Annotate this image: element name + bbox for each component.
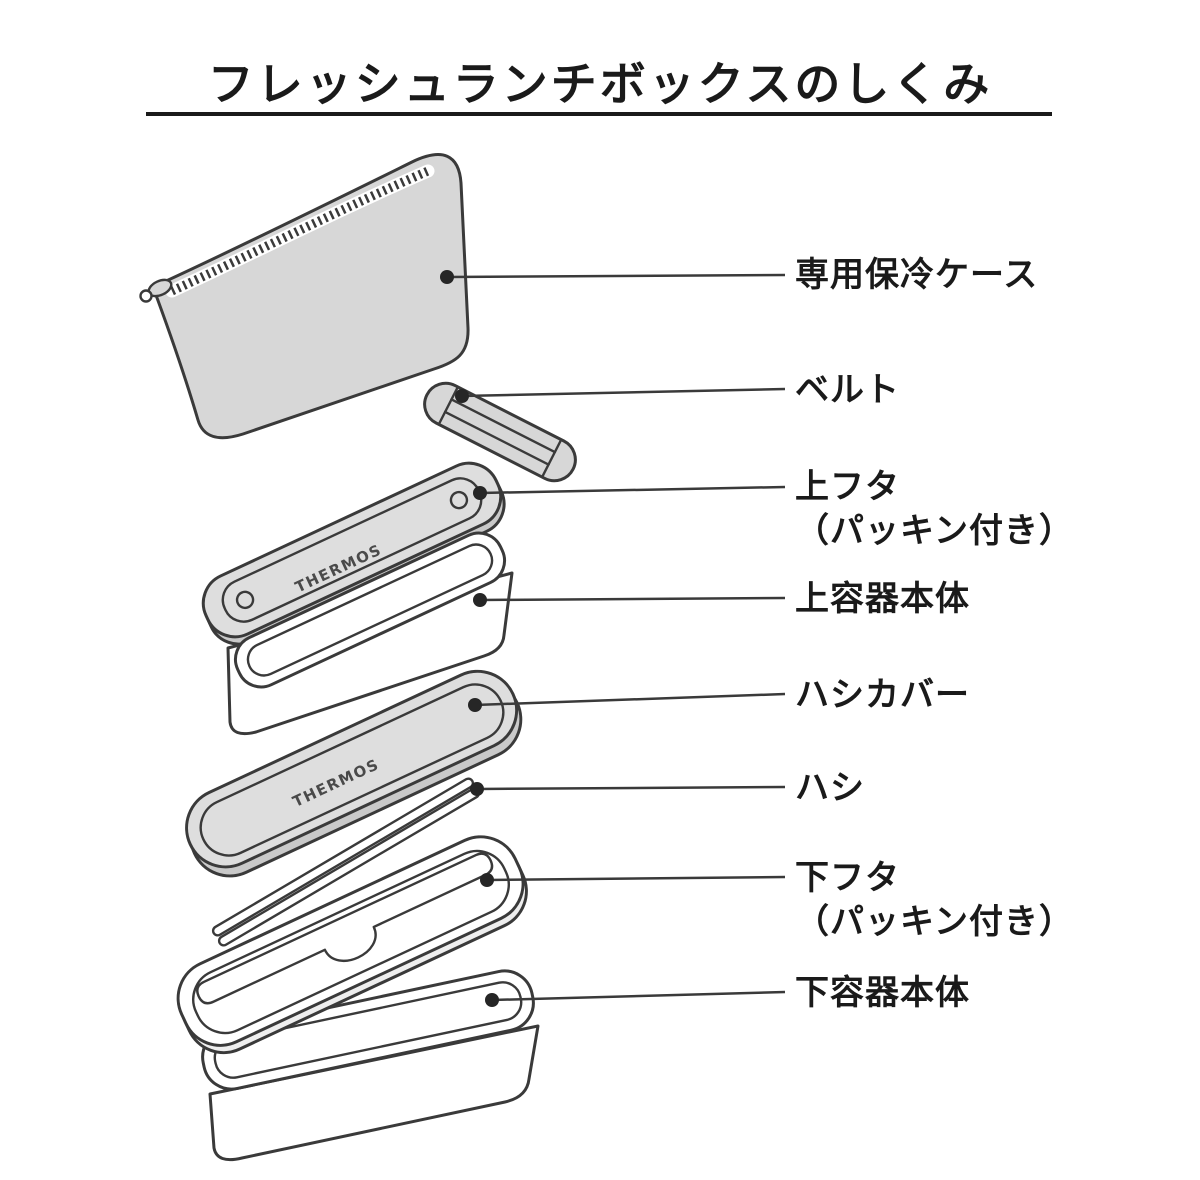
leader-line-chopsticks [476, 785, 786, 791]
label-line: ベルト [795, 371, 900, 409]
chopsticks-cover-face [185, 669, 519, 869]
upper-lid-face [201, 461, 503, 639]
zipper-teeth [170, 166, 430, 296]
chopstick-slot [196, 852, 494, 1005]
leader-line-upper-container [479, 596, 786, 602]
upper-container-body [226, 571, 514, 736]
lower-lid-inner-rim [192, 849, 510, 1035]
leader-dot-cooler-case [440, 270, 454, 284]
label-chopsticks-cover: ハシカバー [795, 673, 970, 717]
leader-dot-lower-lid [480, 873, 494, 887]
belt-channel-lines [443, 398, 557, 466]
label-line: ハシカバー [795, 676, 970, 714]
upper-container-art [226, 531, 514, 736]
lower-container-rim-inner [213, 981, 523, 1079]
leader-dot-chopsticks [470, 782, 484, 796]
leader-dot-belt [455, 389, 469, 403]
leader-line-cooler-case [446, 273, 786, 279]
upper-lid-notch-left [235, 590, 255, 610]
leader-dots [440, 270, 499, 1007]
label-line: 上フタ [795, 468, 900, 506]
belt-stitch-lines [437, 385, 563, 479]
label-line: ハシ [795, 769, 865, 807]
leader-dot-upper-lid [473, 486, 487, 500]
label-chopsticks: ハシ [795, 766, 865, 810]
label-line: 下容器本体 [795, 974, 970, 1012]
label-lower-container: 下容器本体 [795, 971, 970, 1015]
leader-lines [446, 273, 786, 1002]
page-title: フレッシュランチボックスのしくみ [207, 58, 993, 110]
lower-lid-face [176, 835, 525, 1047]
chopsticks-cover-art: THERMOS [185, 669, 523, 878]
lower-lid-art [176, 835, 528, 1055]
label-cooler-case: 専用保冷ケース [795, 253, 1038, 297]
leader-line-lower-lid [486, 875, 786, 882]
label-line: 上容器本体 [795, 580, 970, 618]
label-line: （パッキン付き） [795, 903, 1074, 941]
label-upper-container: 上容器本体 [795, 577, 970, 621]
lower-container-rim [201, 969, 535, 1091]
cooler-case-art [139, 153, 470, 440]
leader-line-belt [461, 387, 786, 398]
label-lower-lid: 下フタ （パッキン付き） [795, 856, 1074, 944]
label-line: 専用保冷ケース [795, 256, 1039, 294]
title-underline [146, 112, 1052, 116]
label-upper-lid: 上フタ （パッキン付き） [795, 465, 1074, 553]
leader-dot-upper-container [473, 593, 487, 607]
lower-container-body [208, 1024, 540, 1162]
upper-container-rim-inner [246, 543, 494, 677]
label-belt: ベルト [795, 368, 900, 412]
leader-line-lower-container [491, 990, 786, 1002]
leader-dot-lower-container [485, 993, 499, 1007]
chopsticks-cover-inner-rim [199, 683, 505, 857]
cooler-case-body [151, 153, 470, 440]
upper-container-rim [233, 531, 507, 689]
label-line: （パッキン付き） [795, 512, 1074, 550]
leader-line-upper-lid [479, 485, 786, 495]
belt-art [423, 381, 577, 483]
chopstick-1 [211, 777, 475, 937]
lower-container-art [201, 969, 540, 1162]
leader-dot-chopsticks-cover [468, 698, 482, 712]
upper-lid-notch-right [449, 490, 469, 510]
leader-line-chopsticks-cover [474, 692, 786, 707]
zipper-ring-icon [139, 289, 153, 303]
label-line: 下フタ [795, 859, 900, 897]
